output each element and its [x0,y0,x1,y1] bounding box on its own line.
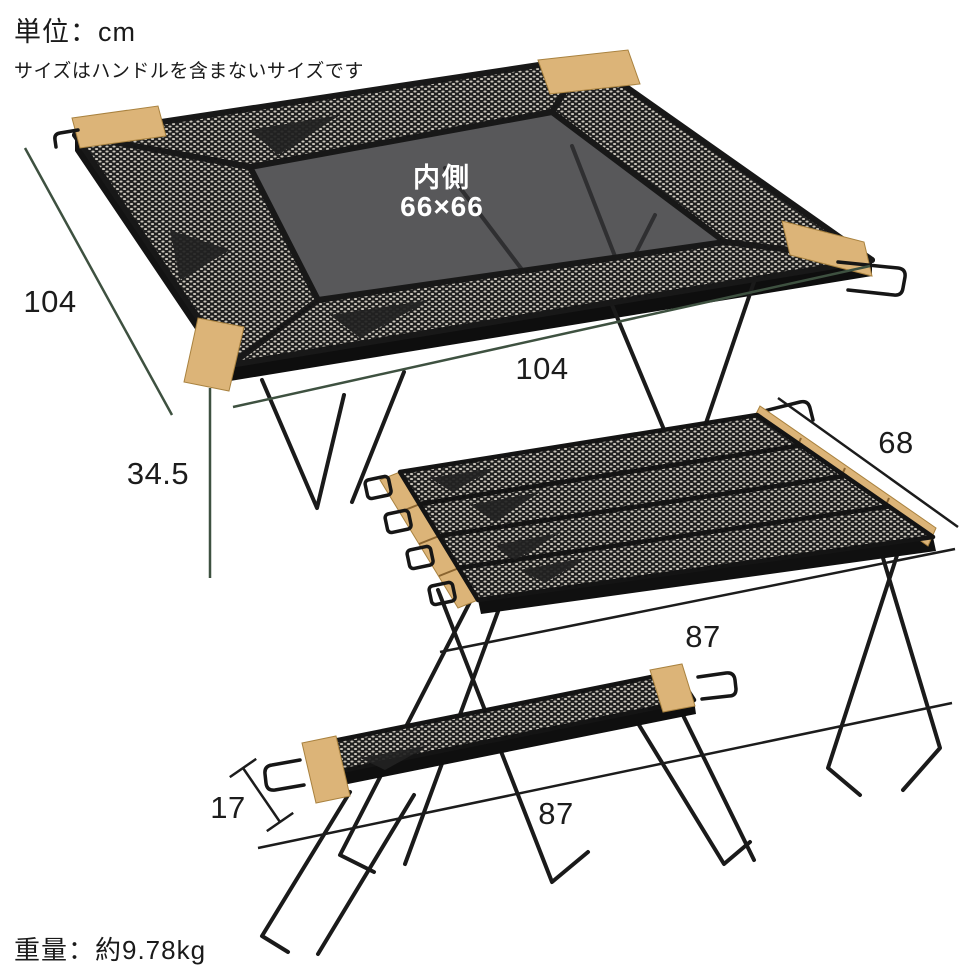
dimension-line-side [23,147,174,416]
wood-handle-block [649,663,696,713]
carry-handle-wire [836,260,907,297]
flat-table-leg [338,600,472,874]
wood-handle-block [183,317,245,392]
flat-table-dimensions: 68 87 [439,396,959,654]
bench-illustration [260,663,756,956]
flat-panel-4 [456,504,936,603]
inner-size-label: 内側 [413,163,471,193]
bench-dimensions: 17 87 [210,701,953,850]
dimension-label-front: 104 [515,351,568,386]
header-notes: 単位：cm サイズはハンドルを含まないサイズです [14,10,364,83]
flat-table-leg [878,546,942,792]
dimension-line-front [232,264,871,409]
main-table-dimensions: 104 104 34.5 [23,147,871,578]
table-inner-opening [250,112,725,300]
dimension-label-depth: 17 [210,790,245,825]
carry-handle-wire [696,671,738,701]
bench-leg [626,705,752,866]
main-square-table-illustration: 内側 66×66 [53,49,907,518]
dimension-line-depth [777,396,959,529]
unit-label: 単位：cm [14,17,136,47]
dimension-label-side: 104 [23,284,76,319]
wood-handle-block [301,735,351,804]
inner-size-value: 66×66 [400,191,484,222]
dimension-label-width: 87 [685,619,720,654]
dimension-label-width: 87 [538,796,573,831]
carry-handle-wire [363,474,393,501]
dimension-line-width [439,547,956,654]
size-note: サイズはハンドルを含まないサイズです [14,61,364,82]
dimension-line-depth [241,767,282,823]
dimension-line-width [257,701,953,850]
wood-handle-block [537,49,641,95]
dimension-label-height: 34.5 [127,456,189,491]
bench-leg [260,790,352,954]
main-table-leg [260,378,346,510]
carry-handle-wire [263,758,306,792]
flat-table-illustration [338,399,942,884]
dimension-label-depth: 68 [878,425,913,460]
wood-handle-block [71,105,167,149]
weight-label: 重量：約9.78kg [14,935,207,965]
